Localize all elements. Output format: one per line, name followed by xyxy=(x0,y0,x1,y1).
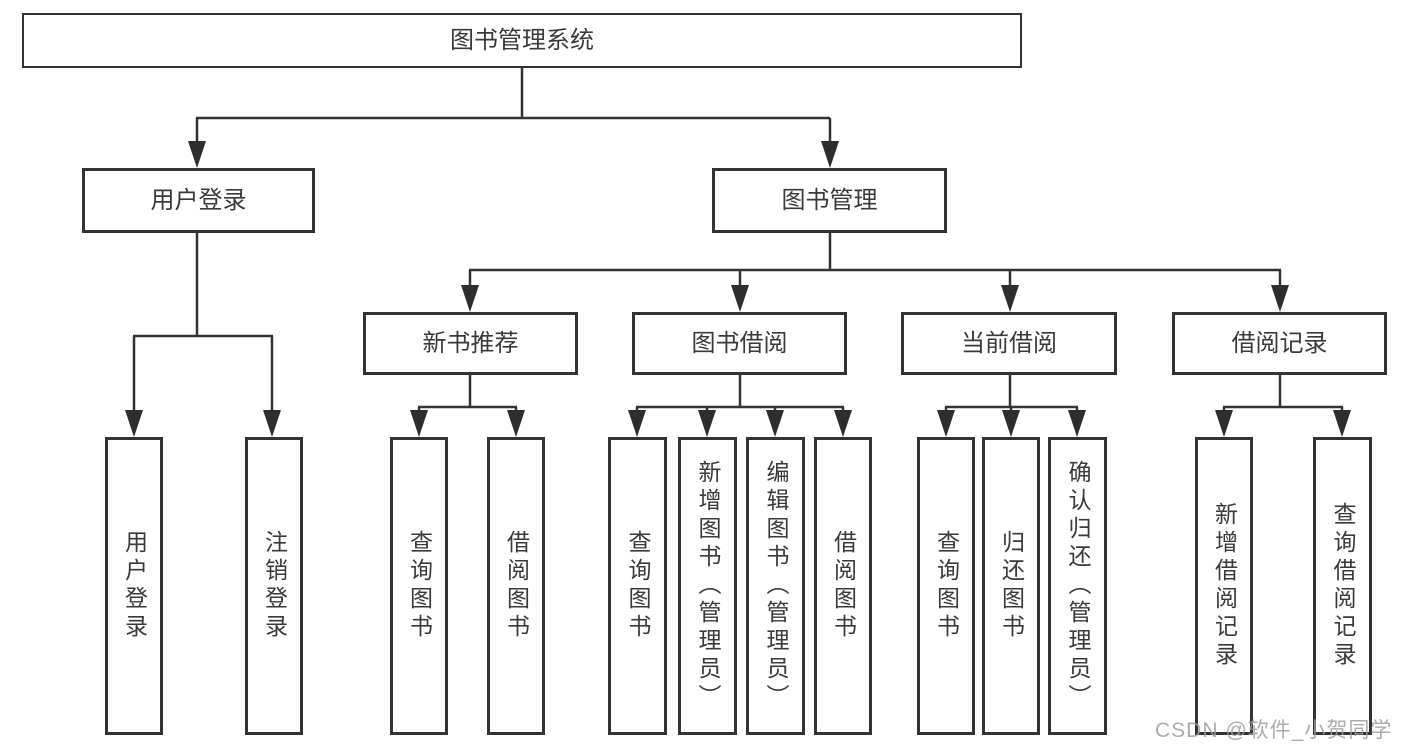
node-book-management: 图书管理 xyxy=(712,168,947,233)
leaf-borrow-books-borrowing: 借阅图书 xyxy=(814,437,872,735)
leaf-confirm-return-admin: 确认归还（管理员） xyxy=(1048,437,1107,735)
leaf-add-books-admin: 新增图书（管理员） xyxy=(678,437,737,735)
leaf-query-books-recommend: 查询图书 xyxy=(390,437,448,735)
node-user-login: 用户登录 xyxy=(82,168,315,233)
node-current-borrowing: 当前借阅 xyxy=(901,312,1117,375)
leaf-borrow-books-recommend: 借阅图书 xyxy=(487,437,545,735)
node-new-book-recommendation: 新书推荐 xyxy=(363,312,578,375)
leaf-query-borrow-record: 查询借阅记录 xyxy=(1313,437,1372,735)
leaf-user-login: 用户登录 xyxy=(105,437,163,735)
leaf-add-borrow-record: 新增借阅记录 xyxy=(1195,437,1253,735)
leaf-query-books-current: 查询图书 xyxy=(917,437,975,735)
node-book-borrowing: 图书借阅 xyxy=(632,312,847,375)
leaf-query-books-borrowing: 查询图书 xyxy=(608,437,667,735)
node-borrowing-records: 借阅记录 xyxy=(1172,312,1387,375)
leaf-logout-login: 注销登录 xyxy=(245,437,303,735)
node-library-management-system: 图书管理系统 xyxy=(22,13,1022,68)
arrowhead-icons xyxy=(125,141,1351,437)
watermark: CSDN @软件_小贺同学 xyxy=(1155,719,1393,742)
leaf-return-books: 归还图书 xyxy=(982,437,1040,735)
leaf-edit-books-admin: 编辑图书（管理员） xyxy=(746,437,805,735)
